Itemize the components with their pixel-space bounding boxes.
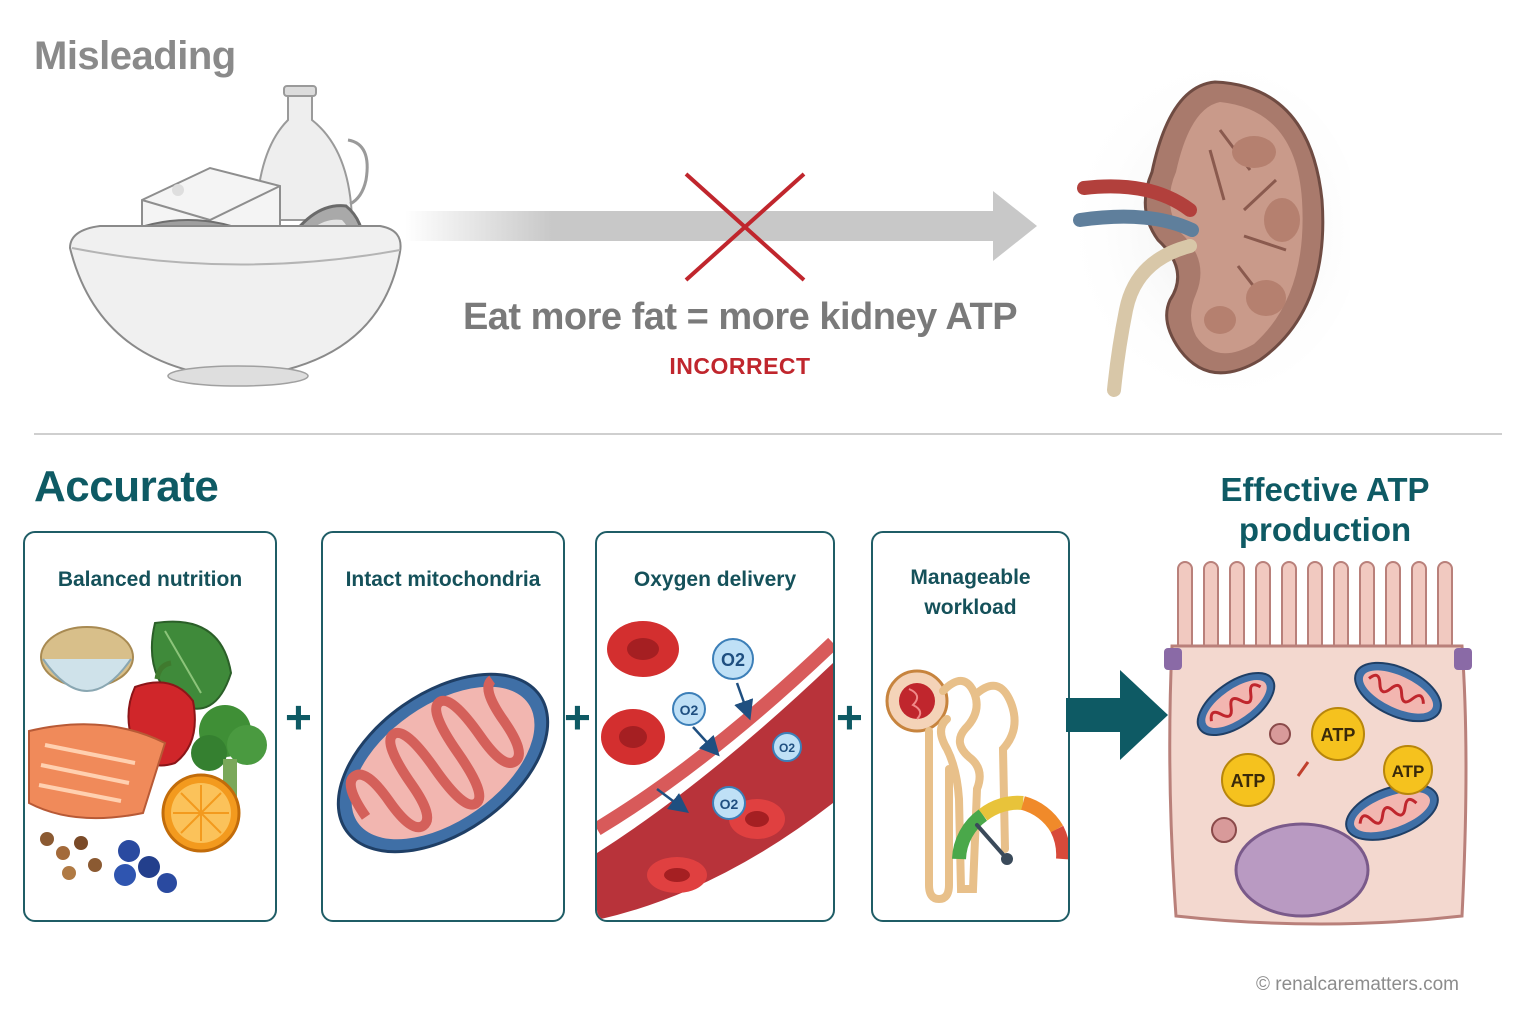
factor-card-manageable-workload: Manageable workload	[871, 531, 1070, 922]
incorrect-cross-icon	[684, 172, 806, 282]
misleading-claim: Eat more fat = more kidney ATP	[462, 296, 1018, 338]
plus-sign: +	[564, 691, 591, 743]
result-arrow	[1066, 670, 1168, 760]
mitochondrion-illustration	[336, 672, 550, 854]
kidney-illustration	[1060, 65, 1350, 397]
factor-label: Oxygen delivery	[633, 568, 797, 591]
nephron-gauge-illustration	[885, 669, 1068, 904]
misleading-arrow	[405, 191, 1037, 261]
factor-card-balanced-nutrition: Balanced nutrition	[23, 531, 277, 922]
plus-sign: +	[836, 691, 863, 743]
factor-card-oxygen-delivery: Oxygen delivery O2 O2 O2 O2	[595, 531, 835, 922]
factor-label: Balanced nutrition	[57, 568, 243, 591]
blood-vessel-illustration: O2 O2 O2 O2	[597, 621, 833, 920]
healthy-foods-illustration	[28, 620, 267, 893]
factor-label: Manageable workload	[910, 566, 1031, 619]
section-divider	[34, 433, 1502, 435]
atp-label: ATP	[1231, 771, 1266, 791]
atp-label: ATP	[1392, 762, 1425, 781]
misleading-heading: Misleading	[34, 34, 236, 78]
kidney-cell-illustration: ATP ATP ATP	[1164, 561, 1472, 926]
accurate-heading: Accurate	[34, 462, 219, 511]
result-heading: Effective ATP production	[1220, 471, 1430, 548]
oxygen-label: O2	[779, 741, 795, 755]
factor-label: Intact mitochondria	[345, 568, 541, 591]
oxygen-label: O2	[721, 650, 745, 670]
plus-sign: +	[285, 691, 312, 743]
factor-card-intact-mitochondria: Intact mitochondria	[321, 531, 565, 922]
incorrect-label: INCORRECT	[669, 353, 811, 379]
oxygen-label: O2	[680, 702, 699, 718]
copyright-credit: © renalcarematters.com	[1256, 974, 1460, 995]
fatty-food-bowl-illustration	[68, 85, 402, 387]
oxygen-label: O2	[720, 796, 739, 812]
atp-label: ATP	[1321, 725, 1356, 745]
